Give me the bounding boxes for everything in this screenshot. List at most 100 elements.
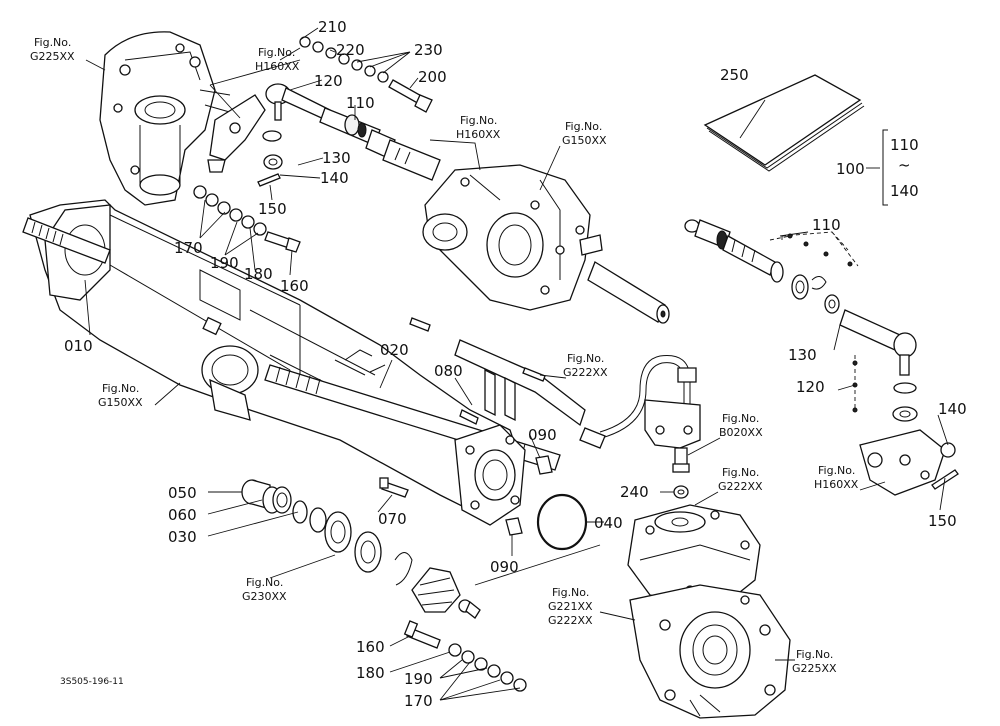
figref-label: Fig.No. <box>565 120 602 133</box>
callout-060: 060 <box>168 506 197 524</box>
callout-110-range: 110 <box>890 136 919 154</box>
washer-stack-lower <box>403 620 527 692</box>
right-steering-arm <box>859 429 959 496</box>
range-lines-110 <box>769 231 859 267</box>
breather-hose <box>579 355 697 449</box>
callout-010: 010 <box>64 337 93 355</box>
callout-160-lower: 160 <box>356 638 385 656</box>
lower-gear-case <box>627 504 761 606</box>
callout-080: 080 <box>434 362 463 380</box>
bevel-pinion-gear <box>411 567 481 619</box>
callout-120-right: 120 <box>796 378 825 396</box>
callout-210: 210 <box>318 18 347 36</box>
callout-240: 240 <box>620 483 649 501</box>
dowel-pin-upper <box>535 455 553 475</box>
callout-020: 020 <box>380 341 409 359</box>
figref-label: Fig.No. <box>258 46 295 59</box>
figref-label: Fig.No. <box>567 352 604 365</box>
hose-fitting <box>672 447 690 499</box>
callout-180-lower: 180 <box>356 664 385 682</box>
figref-code: H160XX <box>456 128 501 141</box>
figref-code-secondary: G222XX <box>548 614 593 627</box>
callout-150-right: 150 <box>928 512 957 530</box>
upper-shaft <box>587 261 670 324</box>
callout-230: 230 <box>414 41 443 59</box>
callout-110-right: 110 <box>812 216 841 234</box>
range-bracket <box>882 129 888 206</box>
callout-090-lower: 090 <box>490 558 519 576</box>
axle-housing-stub-shaft <box>22 217 111 264</box>
figref-label: Fig.No. <box>246 576 283 589</box>
callout-120-upper: 120 <box>314 72 343 90</box>
figref-code: G221XX <box>548 600 593 613</box>
figref-code: G222XX <box>718 480 763 493</box>
callout-170-upper: 170 <box>174 239 203 257</box>
upper-left-knuckle-housing <box>99 31 241 206</box>
hose-bracket <box>644 399 701 449</box>
callout-140-right: 140 <box>938 400 967 418</box>
upper-tie-rod-end <box>257 83 331 187</box>
washer-stack-upper <box>299 36 433 113</box>
callout-030: 030 <box>168 528 197 546</box>
lower-knuckle-housing <box>629 584 791 719</box>
dowel-pin-lower <box>505 517 523 536</box>
callout-130-upper: 130 <box>322 149 351 167</box>
callout-220: 220 <box>336 41 365 59</box>
o-ring <box>536 493 588 551</box>
callout-250: 250 <box>720 66 749 84</box>
callout-190-upper: 190 <box>210 254 239 272</box>
figref-code: G225XX <box>30 50 75 63</box>
upper-tie-rod <box>319 107 441 181</box>
figref-code: G230XX <box>242 590 287 603</box>
washer-stack-left <box>193 185 301 253</box>
callout-180-upper: 180 <box>244 265 273 283</box>
figref-code: B020XX <box>719 426 763 439</box>
manual-sheet <box>703 74 865 172</box>
bullet <box>852 407 858 413</box>
bolt-070 <box>379 477 409 498</box>
figref-label: Fig.No. <box>796 648 833 661</box>
callout-140-upper: 140 <box>320 169 349 187</box>
figref-code: G150XX <box>98 396 143 409</box>
leader-lines <box>84 27 949 701</box>
callout-190-lower: 190 <box>404 670 433 688</box>
callout-070: 070 <box>378 510 407 528</box>
figref-label: Fig.No. <box>818 464 855 477</box>
figref-label: Fig.No. <box>460 114 497 127</box>
figref-code: G222XX <box>563 366 608 379</box>
drawing-code: 3S505-196-11 <box>60 677 124 687</box>
figref-code: H160XX <box>814 478 859 491</box>
right-tie-rod <box>684 219 776 276</box>
bearing-seal-stack <box>241 479 413 586</box>
right-tie-rod-end <box>839 309 918 422</box>
figref-label: Fig.No. <box>722 466 759 479</box>
bullet <box>803 241 809 247</box>
front-axle-housing <box>29 199 521 511</box>
figref-label: Fig.No. <box>552 586 589 599</box>
callout-100: 100 <box>836 160 865 178</box>
right-tie-rod-rings <box>770 261 840 314</box>
callout-110-upper: 110 <box>346 94 375 112</box>
callout-150-upper: 150 <box>258 200 287 218</box>
housing-flange <box>454 424 526 526</box>
range-tilde: ~ <box>898 156 911 174</box>
callout-170-lower: 170 <box>404 692 433 710</box>
figref-code: G150XX <box>562 134 607 147</box>
figref-label: Fig.No. <box>102 382 139 395</box>
callout-160-upper: 160 <box>280 277 309 295</box>
callout-130-right: 130 <box>788 346 817 364</box>
figref-code: H160XX <box>255 60 300 73</box>
callout-090-upper: 090 <box>528 426 557 444</box>
upper-gear-case <box>422 164 603 311</box>
callout-140-range: 140 <box>890 182 919 200</box>
bullet <box>852 360 858 366</box>
bullet <box>823 251 829 257</box>
callout-050: 050 <box>168 484 197 502</box>
upper-steering-arm <box>207 94 266 173</box>
callout-200: 200 <box>418 68 447 86</box>
callout-040: 040 <box>594 514 623 532</box>
figref-label: Fig.No. <box>34 36 71 49</box>
figref-code: G225XX <box>792 662 837 675</box>
figref-label: Fig.No. <box>722 412 759 425</box>
